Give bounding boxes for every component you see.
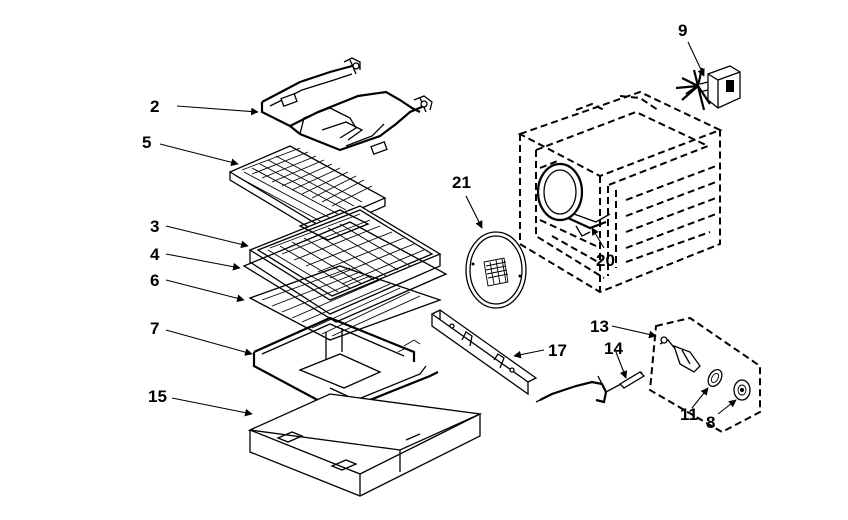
callout-numbers: 2 5 3 4 6 7 15 21 9 20 17 13 14 11 8	[142, 21, 715, 432]
callout-4: 4	[150, 245, 160, 264]
callout-2: 2	[150, 97, 159, 116]
callout-7: 7	[150, 319, 159, 338]
oven-cavity	[517, 90, 723, 294]
broil-pan-rack	[242, 221, 448, 323]
light-socket	[659, 336, 701, 373]
callout-5: 5	[142, 133, 151, 152]
oven-rack	[248, 265, 442, 341]
bake-element	[252, 316, 439, 414]
leader-lines	[159, 41, 737, 417]
callout-14: 14	[604, 339, 623, 358]
light-ring	[707, 368, 723, 388]
callout-8: 8	[706, 413, 715, 432]
broil-pan	[248, 205, 442, 315]
callout-21: 21	[452, 173, 471, 192]
callout-20: 20	[596, 251, 615, 270]
callout-3: 3	[150, 217, 159, 236]
callout-6: 6	[150, 271, 159, 290]
convection-element	[536, 162, 611, 237]
broil-element	[260, 57, 433, 155]
fan-cover	[465, 231, 527, 309]
callout-17: 17	[548, 341, 567, 360]
light-assembly-box	[648, 316, 761, 434]
callout-15: 15	[148, 387, 167, 406]
light-lens	[733, 379, 751, 401]
temperature-sensor	[535, 371, 646, 404]
callout-13: 13	[590, 317, 609, 336]
drawer-pan	[247, 393, 483, 497]
callout-11: 11	[680, 405, 698, 424]
fan-blades	[675, 67, 711, 111]
element-bracket	[430, 309, 538, 396]
fan-motor	[675, 65, 741, 111]
callout-9: 9	[678, 21, 687, 40]
